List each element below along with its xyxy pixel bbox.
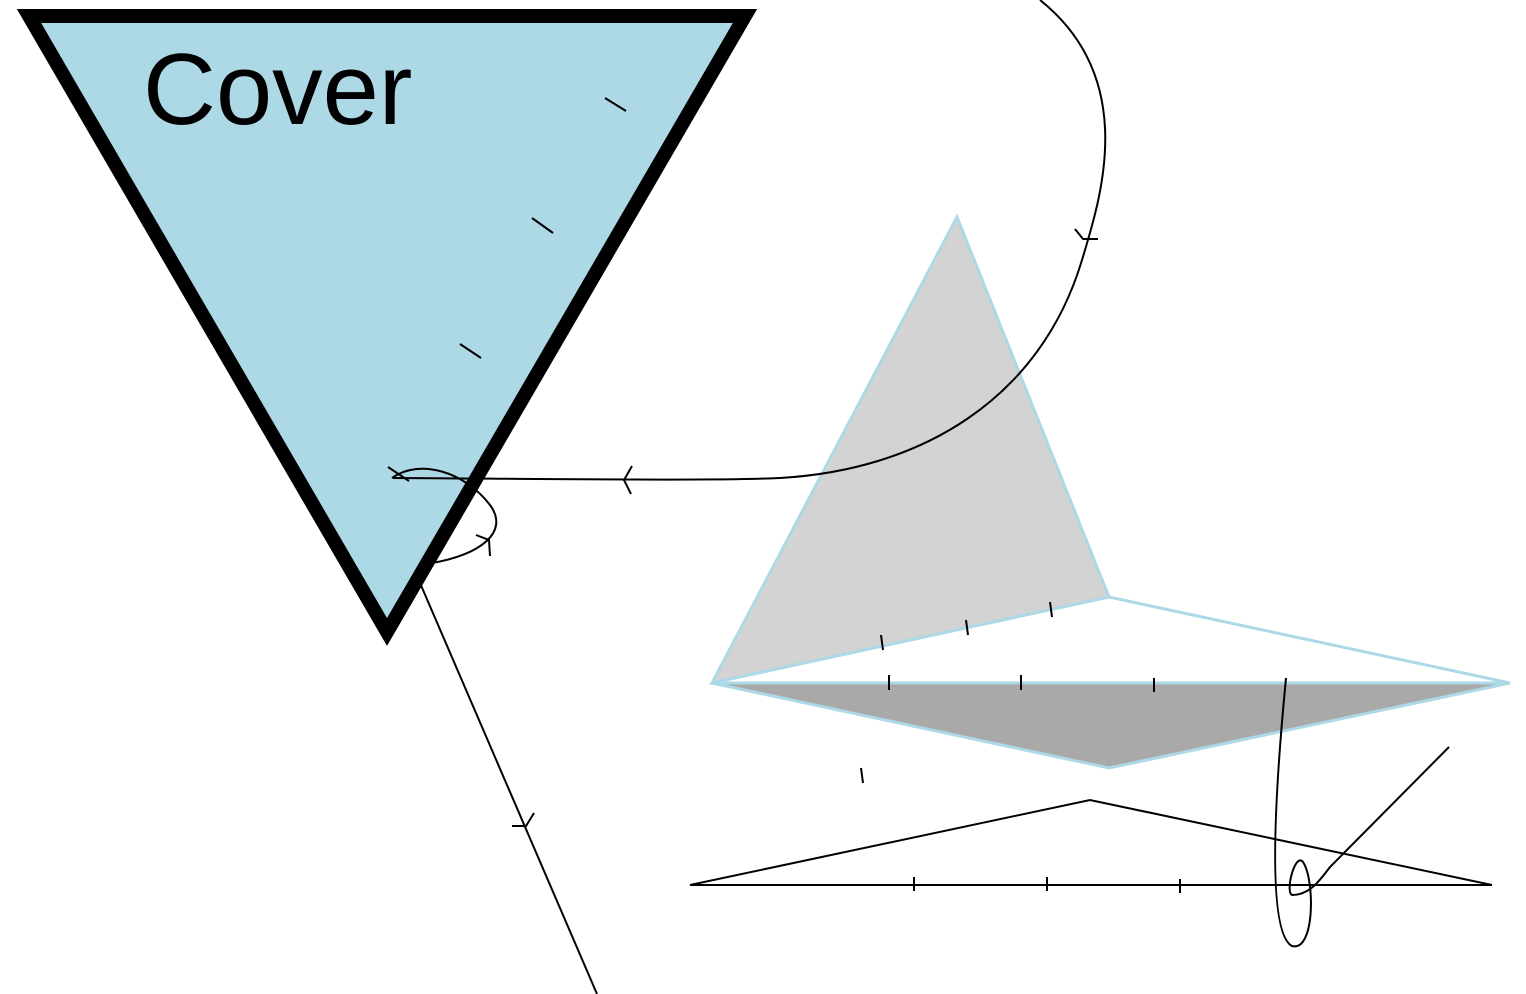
plane-tick: [860, 767, 864, 784]
vertical-loop: [1274, 677, 1450, 948]
bottom-triangle: [689, 798, 1493, 886]
lower-plane: [711, 681, 1511, 770]
arrow-mark: [512, 812, 535, 827]
sweep-curve-arrows: [622, 228, 1098, 495]
cover-label: Cover: [143, 34, 412, 146]
plane-tick: [965, 619, 969, 636]
cover-tick: [531, 217, 554, 234]
arrow-mark: [1074, 228, 1098, 240]
bottom-tick-marks: [913, 877, 1181, 893]
arrow-mark: [622, 465, 633, 495]
small-loop: [391, 467, 498, 564]
arrow-mark: [475, 534, 491, 557]
cover-tick: [604, 97, 627, 112]
plane-tick-marks: [860, 601, 1155, 784]
cover-triangle: [16, 8, 758, 646]
plane-tick: [880, 634, 884, 651]
descending-line: [419, 582, 598, 994]
cover-tick: [459, 343, 482, 359]
plane-tick: [1049, 601, 1053, 618]
sweep-curve: [392, 0, 1107, 481]
